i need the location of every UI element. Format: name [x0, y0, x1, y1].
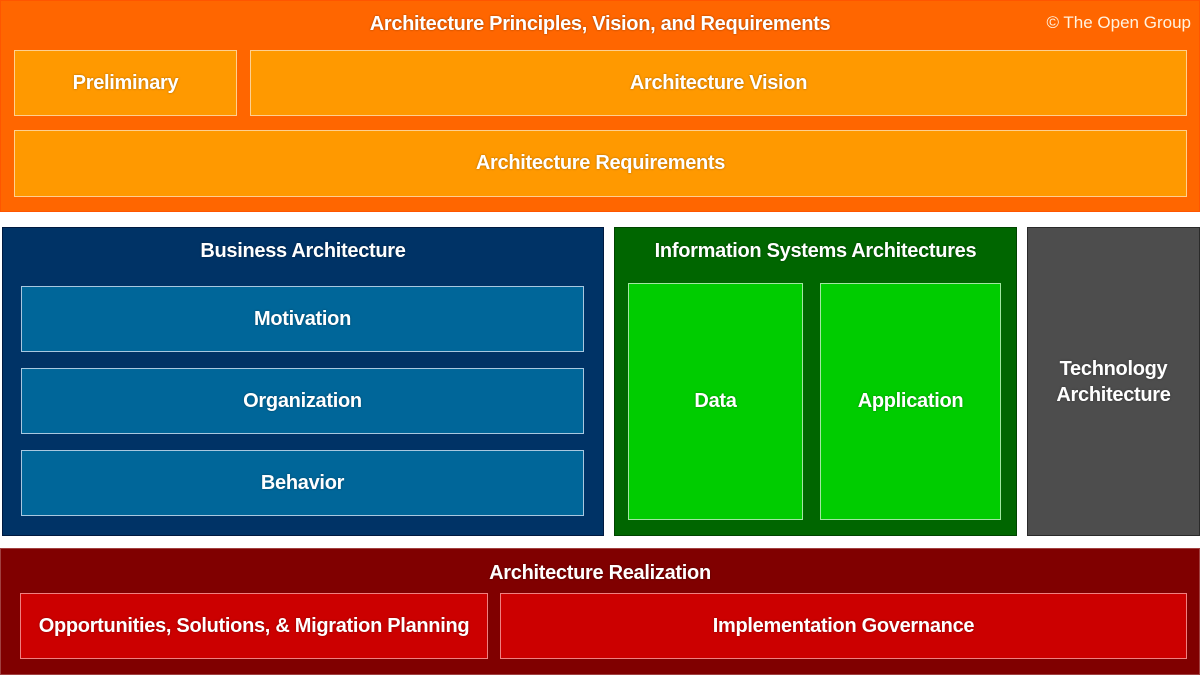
- behavior-box[interactable]: Behavior: [21, 450, 584, 516]
- architecture-requirements-label: Architecture Requirements: [475, 152, 726, 174]
- technology-architecture-panel[interactable]: Technology Architecture: [1027, 227, 1200, 536]
- preliminary-box[interactable]: Preliminary: [14, 50, 237, 116]
- architecture-vision-box[interactable]: Architecture Vision: [250, 50, 1187, 116]
- data-box[interactable]: Data: [628, 283, 803, 520]
- organization-box[interactable]: Organization: [21, 368, 584, 434]
- data-label: Data: [694, 390, 737, 412]
- architecture-vision-label: Architecture Vision: [629, 71, 808, 94]
- implementation-governance-label: Implementation Governance: [712, 614, 975, 637]
- opportunities-solutions-migration-label: Opportunities, Solutions, & Migration Pl…: [38, 614, 470, 637]
- information-systems-title: Information Systems Architectures: [654, 240, 977, 262]
- behavior-label: Behavior: [260, 471, 345, 494]
- business-architecture-title: Business Architecture: [200, 240, 406, 262]
- preliminary-label: Preliminary: [72, 71, 179, 94]
- application-label: Application: [857, 390, 964, 412]
- application-box[interactable]: Application: [820, 283, 1001, 520]
- principles-panel-title: Architecture Principles, Vision, and Req…: [369, 13, 831, 35]
- implementation-governance-box[interactable]: Implementation Governance: [500, 593, 1187, 659]
- technology-label-line2: Architecture: [1056, 383, 1171, 406]
- motivation-box[interactable]: Motivation: [21, 286, 584, 352]
- copyright-notice: © The Open Group: [1046, 13, 1191, 32]
- technology-label-line1: Technology: [1059, 357, 1168, 380]
- architecture-requirements-box[interactable]: Architecture Requirements: [14, 130, 1187, 197]
- organization-label: Organization: [243, 389, 362, 412]
- opportunities-solutions-migration-box[interactable]: Opportunities, Solutions, & Migration Pl…: [20, 593, 488, 659]
- motivation-label: Motivation: [254, 307, 351, 330]
- architecture-realization-title: Architecture Realization: [489, 562, 711, 584]
